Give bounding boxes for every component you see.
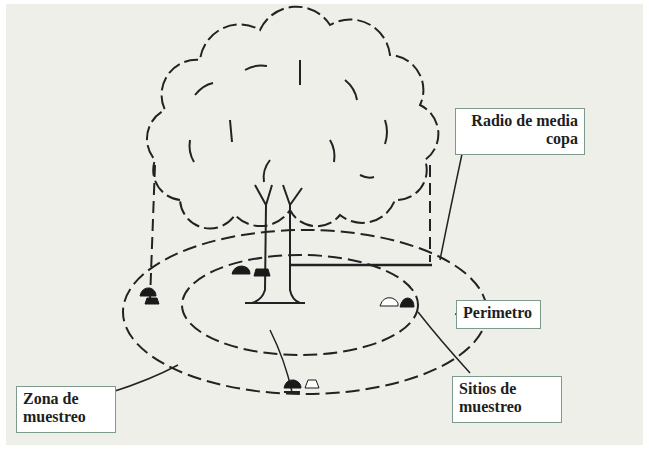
- soil-sample: [400, 298, 414, 307]
- perimeter-ellipse: [123, 230, 487, 394]
- trunk-base: [245, 302, 305, 304]
- canopy-texture: [190, 60, 388, 182]
- soil-sample: [305, 380, 319, 388]
- label-box: Sitios de muestreo: [452, 376, 562, 423]
- leader-line: [112, 365, 178, 392]
- inner-ellipse: [182, 255, 418, 355]
- tree-canopy: [147, 7, 438, 229]
- projection-line: [429, 165, 431, 262]
- soil-sample: [380, 298, 398, 306]
- radius-line: [290, 264, 432, 267]
- soil-sample: [284, 380, 301, 388]
- leader-line: [440, 154, 462, 260]
- label-box: Radio de media copa: [455, 108, 585, 155]
- label-text: Sitios de muestreo: [459, 380, 555, 417]
- soil-sample: [232, 266, 250, 274]
- label-text: Radio de media copa: [462, 112, 578, 149]
- tree-trunk: [252, 185, 302, 303]
- soil-sample: [254, 269, 270, 276]
- label-text: Zona de muestreo: [23, 390, 109, 427]
- projection-line: [150, 165, 155, 300]
- label-text: Perimetro: [463, 304, 534, 322]
- soil-sample: [145, 298, 159, 304]
- sampling-sites: [140, 266, 414, 388]
- label-box: Perimetro: [456, 300, 541, 329]
- zone-marker-tick: [284, 391, 300, 393]
- soil-sample: [140, 288, 156, 296]
- label-box: Zona de muestreo: [16, 386, 116, 433]
